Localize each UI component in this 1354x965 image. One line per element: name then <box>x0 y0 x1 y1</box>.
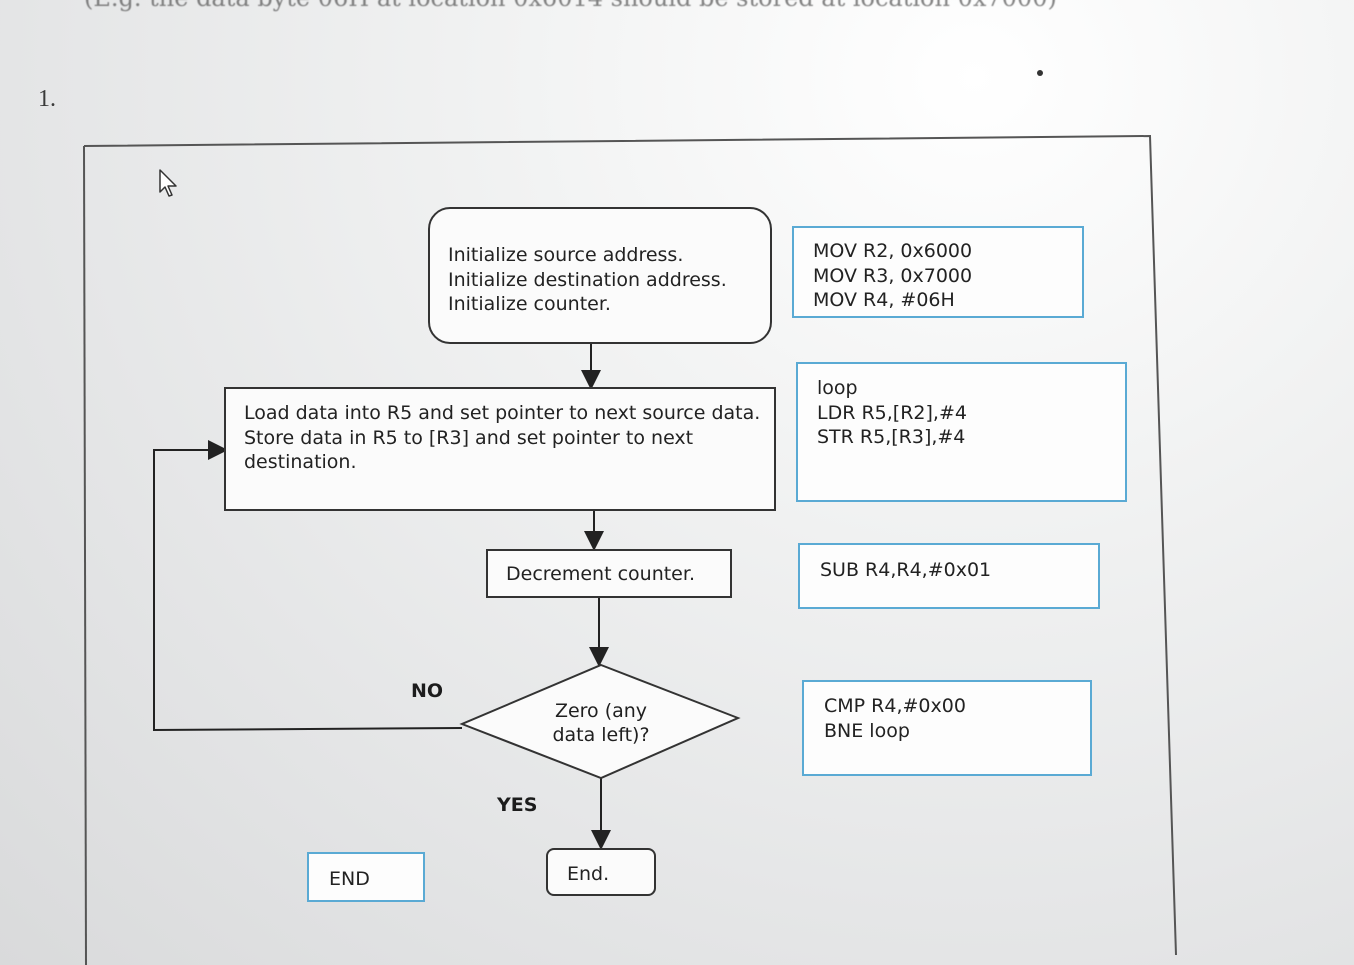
yes-label: YES <box>497 794 538 816</box>
cmp-code-box: CMP R4,#0x00 BNE loop <box>802 680 1092 776</box>
diagram-frame-left <box>83 145 87 965</box>
loop-code-box: loop LDR R5,[R2],#4 STR R5,[R3],#4 <box>796 362 1127 502</box>
stray-dot <box>1037 70 1043 76</box>
end-step-box: End. <box>546 848 656 896</box>
no-label: NO <box>411 680 444 702</box>
init-code-box: MOV R2, 0x6000 MOV R3, 0x7000 MOV R4, #0… <box>792 226 1084 318</box>
sub-code-box: SUB R4,R4,#0x01 <box>798 543 1100 609</box>
init-step-box: Initialize source address. Initialize de… <box>428 207 772 344</box>
question-number: 1. <box>38 86 56 112</box>
decrement-step-box: Decrement counter. <box>486 549 732 598</box>
load-store-step-box: Load data into R5 and set pointer to nex… <box>224 387 776 511</box>
end-code-box: END <box>307 852 425 902</box>
decision-text: Zero (any data left)? <box>552 700 650 746</box>
mouse-pointer-icon <box>159 169 177 197</box>
cut-instruction-text: (E.g. the data byte 06H at location 0x60… <box>84 0 1057 12</box>
